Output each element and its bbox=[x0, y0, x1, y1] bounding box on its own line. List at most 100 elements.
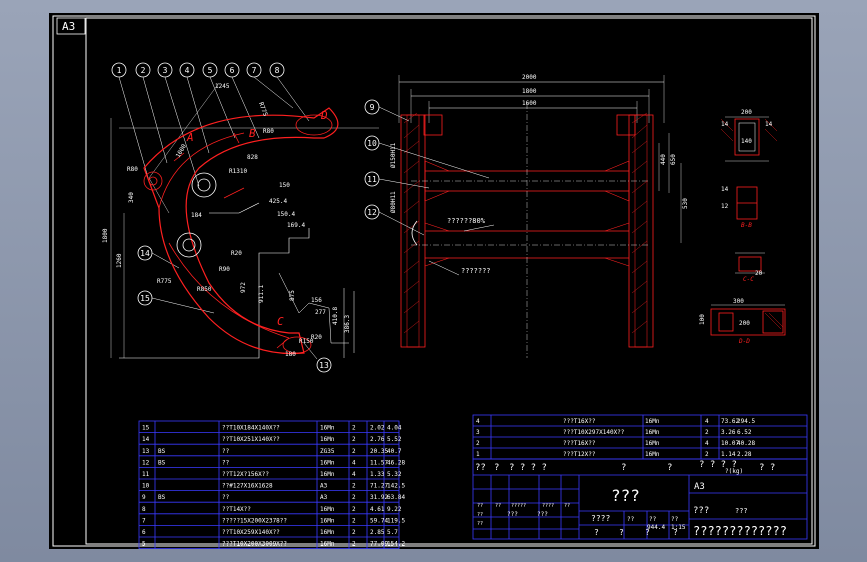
bom-cell-code: BS bbox=[158, 494, 166, 501]
bom-cell-mat: 16Mn bbox=[320, 541, 335, 548]
section-letter-b: B bbox=[249, 127, 256, 140]
title-block-text: ??? A3 ??? ??? ???? ?? ?? ?? 944.4 1:15 … bbox=[477, 482, 787, 538]
weld-note-1: ??????80% bbox=[447, 217, 486, 225]
svg-text:?: ? bbox=[673, 528, 678, 537]
bom-cell-mat: 16Mn bbox=[320, 529, 335, 536]
svg-text:? ? ? ?: ? ? ? ? bbox=[699, 460, 737, 470]
svg-text:R850: R850 bbox=[197, 286, 212, 293]
balloon-4: 4 bbox=[185, 66, 190, 75]
svg-text:???: ??? bbox=[693, 506, 709, 516]
bom-right-grid bbox=[472, 414, 808, 460]
bom-cell-name: ??T10X184X140X?? bbox=[222, 425, 280, 432]
section-letter-c: C bbox=[277, 315, 284, 328]
svg-text:1245: 1245 bbox=[215, 83, 230, 90]
balloon-6: 6 bbox=[230, 66, 235, 75]
svg-text:14: 14 bbox=[721, 186, 729, 193]
drawing-canvas[interactable]: A3 bbox=[49, 13, 819, 549]
svg-text:300: 300 bbox=[733, 298, 744, 305]
bom-cell-w1: 2.02 bbox=[370, 425, 385, 432]
svg-text:14: 14 bbox=[721, 121, 729, 128]
svg-text:Ø80H11: Ø80H11 bbox=[390, 191, 397, 213]
bom-cell-w2: 6.52 bbox=[737, 429, 752, 436]
balloon-2: 2 bbox=[141, 66, 146, 75]
bom-cell-no: 3 bbox=[476, 429, 480, 436]
svg-text:???: ??? bbox=[735, 507, 748, 515]
bom-cell-w2: 46.28 bbox=[387, 459, 405, 466]
bom-cell-name: ?? bbox=[222, 459, 230, 466]
svg-text:530: 530 bbox=[682, 198, 689, 209]
bom-cell-w2: 40.28 bbox=[737, 440, 755, 447]
section-details[interactable] bbox=[710, 116, 786, 336]
bom-cell-no: 15 bbox=[142, 425, 150, 432]
bom-cell-qty: 2 bbox=[705, 451, 709, 458]
bom-cell-mat: 16Mn bbox=[645, 418, 660, 425]
front-view-notes: ??????80% ??????? bbox=[447, 217, 491, 275]
bom-cell-no: 6 bbox=[142, 529, 146, 536]
svg-text:??: ?? bbox=[477, 503, 483, 509]
svg-text:386.3: 386.3 bbox=[344, 315, 351, 333]
bom-cell-qty: 4 bbox=[352, 459, 356, 466]
svg-text:R80: R80 bbox=[127, 166, 138, 173]
balloon-3: 3 bbox=[163, 66, 168, 75]
format-box bbox=[56, 17, 86, 35]
bom-cell-no: 1 bbox=[476, 451, 480, 458]
svg-text:C-C: C-C bbox=[743, 276, 754, 283]
svg-text:?: ? bbox=[619, 528, 624, 537]
balloon-12: 12 bbox=[367, 208, 377, 217]
bom-cell-name: ?????15X200X2378?? bbox=[222, 517, 287, 524]
section-letters: A B D C bbox=[186, 109, 328, 328]
svg-text:??: ?? bbox=[477, 521, 483, 527]
bom-cell-name: ??T10X251X140X?? bbox=[222, 436, 280, 443]
bom-cell-w2: 4.04 bbox=[387, 425, 402, 432]
svg-text:?????: ????? bbox=[511, 503, 526, 509]
balloon-11: 11 bbox=[367, 175, 377, 184]
bom-cell-qty: 4 bbox=[352, 471, 356, 478]
bom-cell-mat: 16Mn bbox=[645, 429, 660, 436]
bom-cell-code: BS bbox=[158, 448, 166, 455]
svg-text:156: 156 bbox=[311, 297, 322, 304]
bom-cell-w1: 10.07 bbox=[721, 440, 739, 447]
balloon-14: 14 bbox=[140, 249, 150, 258]
svg-text:340: 340 bbox=[128, 192, 135, 203]
svg-text:????: ???? bbox=[542, 503, 554, 509]
front-view-dimensions: 2000 1800 1600 Ø150H11 Ø80H11 440 650 53… bbox=[390, 74, 689, 213]
bom-cell-mat: 16Mn bbox=[320, 506, 335, 513]
bom-cell-qty: 2 bbox=[352, 494, 356, 501]
side-view[interactable] bbox=[110, 62, 380, 373]
balloon-15: 15 bbox=[140, 294, 150, 303]
svg-text:??: ?? bbox=[627, 516, 635, 523]
bom-cell-no: 2 bbox=[476, 440, 480, 447]
svg-text:???: ??? bbox=[537, 511, 548, 518]
bom-cell-w1: 4.61 bbox=[370, 506, 385, 513]
front-view[interactable] bbox=[378, 75, 682, 358]
title-scale: 1:15 bbox=[671, 524, 686, 531]
svg-text:2000: 2000 bbox=[522, 74, 537, 81]
bom-left-grid bbox=[138, 420, 400, 549]
svg-text:180: 180 bbox=[285, 351, 296, 358]
bom-cell-w1: 71.27 bbox=[370, 483, 388, 490]
bom-cell-w2: 2.28 bbox=[737, 451, 752, 458]
bom-cell-name: ?? bbox=[222, 448, 230, 455]
svg-text:?: ? bbox=[594, 528, 599, 537]
bom-cell-mat: 16Mn bbox=[320, 459, 335, 466]
bom-cell-code: BS bbox=[158, 459, 166, 466]
svg-text:R80: R80 bbox=[263, 128, 274, 135]
bom-cell-w2: 5.52 bbox=[387, 436, 402, 443]
svg-text:150: 150 bbox=[279, 182, 290, 189]
bom-cell-qty: 2 bbox=[352, 506, 356, 513]
bom-cell-no: 12 bbox=[142, 459, 150, 466]
drawing-sheet[interactable]: A3 bbox=[49, 13, 819, 549]
bom-cell-w1: 73.62 bbox=[721, 418, 739, 425]
svg-text:184: 184 bbox=[191, 212, 202, 219]
svg-text:140: 140 bbox=[741, 138, 752, 145]
bom-cell-w1: 3.26 bbox=[721, 429, 736, 436]
bom-cell-w2: 9.22 bbox=[387, 506, 402, 513]
bom-cell-w1: 1.14 bbox=[721, 451, 736, 458]
svg-text:1800: 1800 bbox=[102, 228, 109, 243]
svg-text:1600: 1600 bbox=[522, 100, 537, 107]
bom-cell-no: 5 bbox=[142, 541, 146, 548]
bom-cell-qty: 2 bbox=[352, 483, 356, 490]
svg-text:Ø150H11: Ø150H11 bbox=[390, 142, 397, 168]
